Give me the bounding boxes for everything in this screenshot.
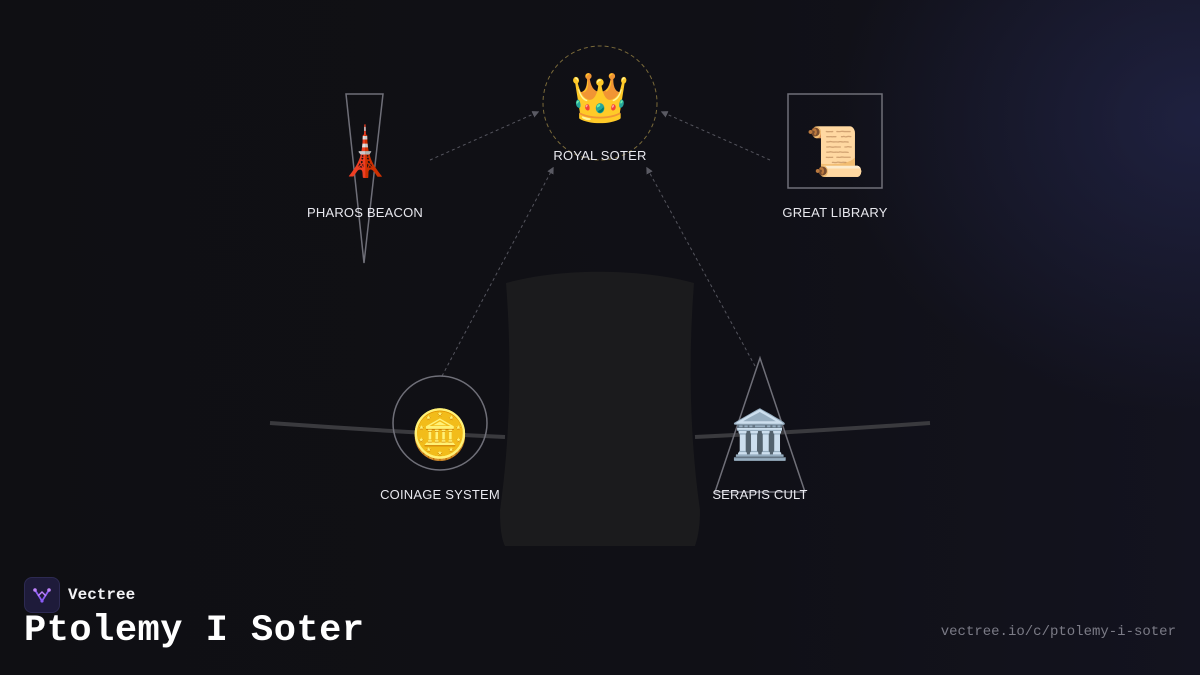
serapis-frame	[713, 355, 807, 493]
scroll-icon: 📜	[805, 124, 865, 180]
royal-soter-label: ROYAL SOTER	[553, 148, 647, 163]
brand: Vectree	[24, 577, 135, 613]
vectree-logo-icon	[24, 577, 60, 613]
edge-library-royal	[660, 111, 771, 161]
royal-soter-ring	[542, 45, 658, 161]
serapis-cult-label: SERAPIS CULT	[712, 487, 808, 502]
edge-serapis-royal	[646, 166, 756, 367]
branch-left	[269, 421, 506, 439]
tower-icon: 🗼	[335, 124, 395, 180]
library-frame	[787, 93, 883, 189]
coinage-frame	[392, 375, 488, 471]
trunk-shape	[500, 271, 700, 546]
page-url[interactable]: vectree.io/c/ptolemy-i-soter	[940, 624, 1176, 640]
pharos-beacon-label: PHAROS BEACON	[306, 205, 423, 220]
page-title: Ptolemy I Soter	[24, 610, 365, 652]
crown-icon: 👑	[570, 70, 630, 126]
coinage-system-label: COINAGE SYSTEM	[380, 487, 500, 502]
great-library-label: GREAT LIBRARY	[782, 205, 888, 220]
coin-icon: 🪙	[410, 407, 470, 463]
brand-name: Vectree	[68, 586, 136, 604]
temple-icon: 🏛️	[730, 407, 790, 463]
branch-right	[694, 421, 931, 439]
edge-pharos-royal	[429, 111, 540, 161]
pharos-frame	[345, 93, 384, 264]
